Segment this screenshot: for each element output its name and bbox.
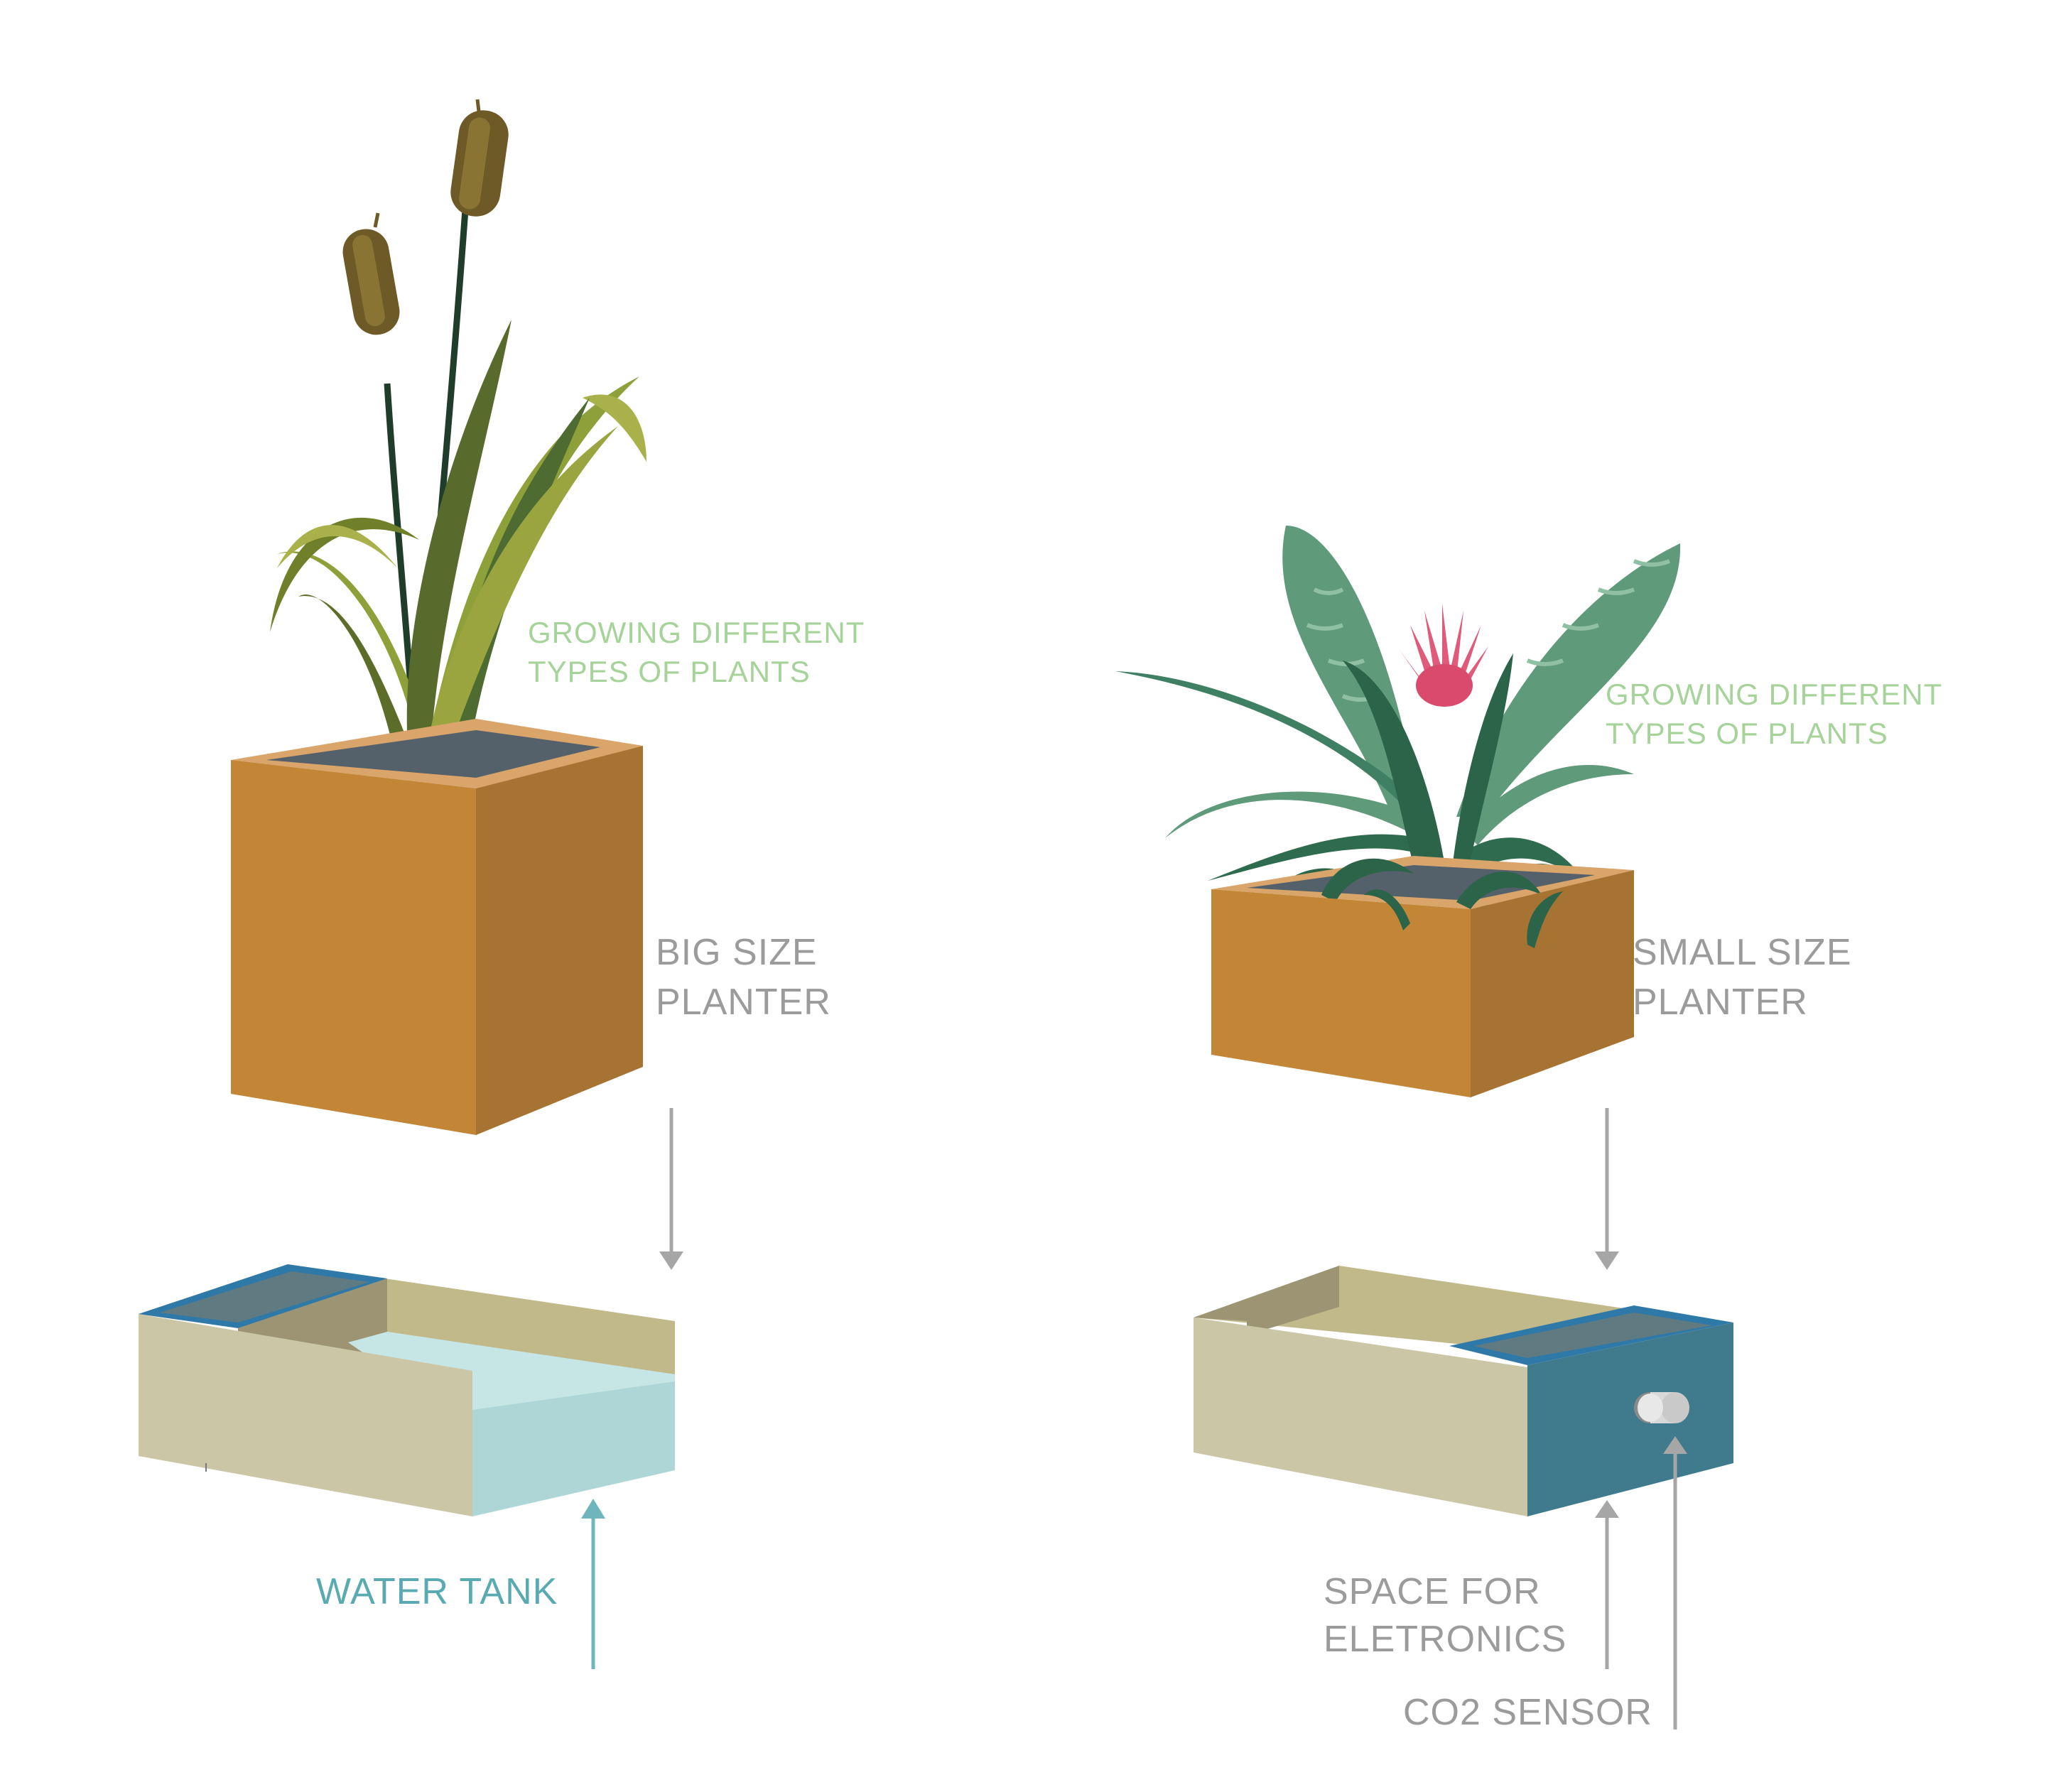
left-planter-caption: BIG SIZE PLANTER xyxy=(656,932,831,1023)
bromeliad-plant xyxy=(1115,526,1681,909)
water-tank-up-arrow xyxy=(581,1499,605,1669)
right-plant-caption: GROWING DIFFERENT TYPES OF PLANTS xyxy=(1606,678,1942,750)
right-planter-caption: SMALL SIZE PLANTER xyxy=(1633,932,1852,1023)
small-planter xyxy=(1211,856,1634,1097)
right-plant-caption-line2: TYPES OF PLANTS xyxy=(1606,717,1888,750)
right-planter-caption-line2: PLANTER xyxy=(1633,982,1808,1023)
right-planter-caption-line1: SMALL SIZE xyxy=(1633,932,1852,973)
pink-flower xyxy=(1400,604,1488,707)
electronics-caption: SPACE FOR ELETRONICS xyxy=(1324,1571,1566,1660)
left-plant-caption-line1: GROWING DIFFERENT xyxy=(528,616,865,649)
co2-sensor-caption: CO2 SENSOR xyxy=(1403,1692,1652,1733)
left-planter-caption-line2: PLANTER xyxy=(656,982,831,1023)
small-planter-down-arrow xyxy=(1595,1108,1619,1270)
co2-sensor-icon xyxy=(1634,1392,1689,1423)
electronics-tray xyxy=(1194,1266,1733,1516)
big-planter xyxy=(231,719,643,1135)
water-tank-caption: WATER TANK xyxy=(316,1571,558,1612)
left-plant-caption: GROWING DIFFERENT TYPES OF PLANTS xyxy=(528,616,865,688)
water-tank-tray xyxy=(139,1264,675,1516)
big-planter-down-arrow xyxy=(659,1108,683,1270)
electronics-up-arrow xyxy=(1595,1500,1619,1669)
co2-sensor-up-arrow xyxy=(1663,1436,1687,1729)
left-plant-caption-line2: TYPES OF PLANTS xyxy=(528,655,811,688)
left-planter-caption-line1: BIG SIZE xyxy=(656,932,818,973)
electronics-caption-line1: SPACE FOR xyxy=(1324,1571,1541,1612)
right-plant-caption-line1: GROWING DIFFERENT xyxy=(1606,678,1942,711)
electronics-caption-line2: ELETRONICS xyxy=(1324,1619,1566,1660)
